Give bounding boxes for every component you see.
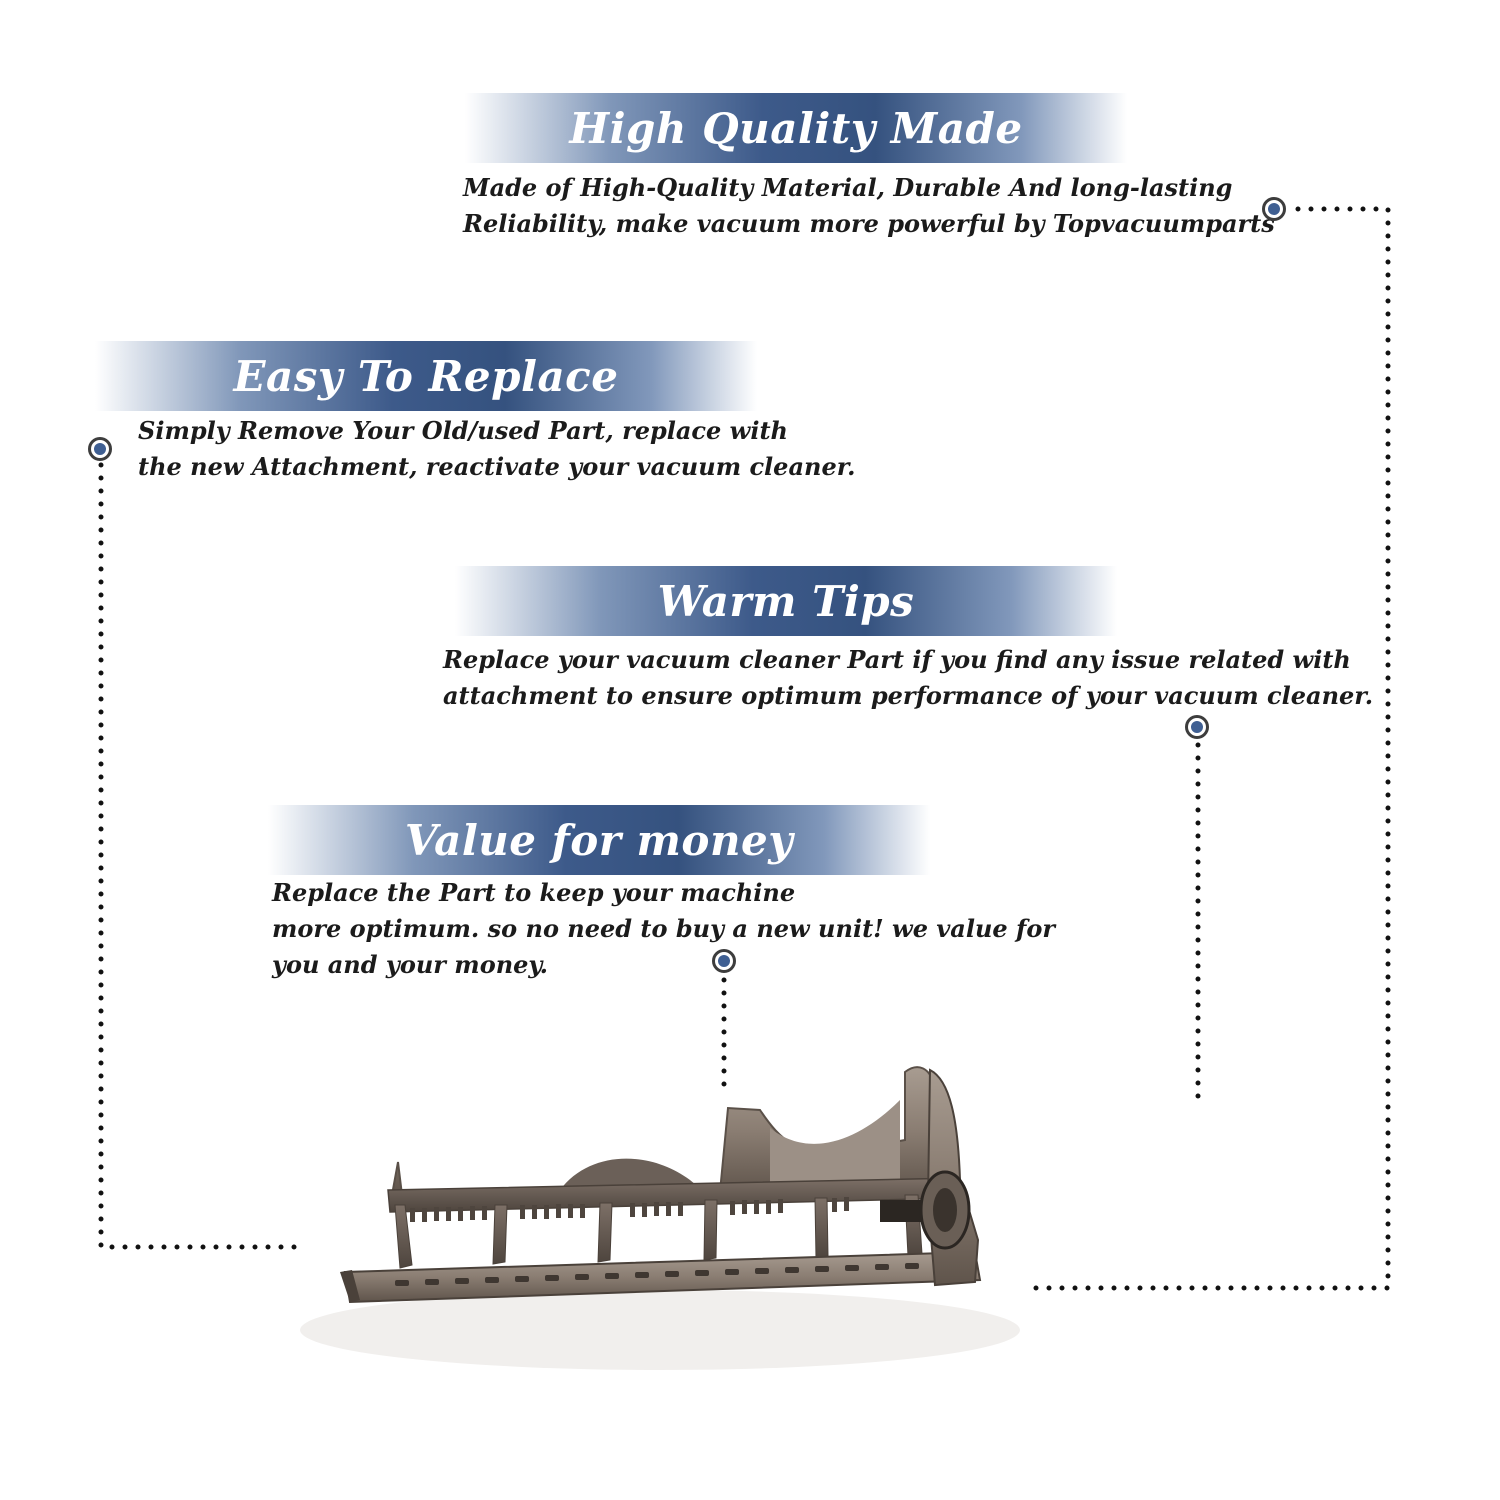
feature-description-high-quality: Made of High-Quality Material, Durable A… <box>463 170 1275 242</box>
feature-title-warm-tips: Warm Tips <box>657 576 915 626</box>
connector-line-easy-replace <box>98 462 301 1250</box>
feature-title-high-quality: High Quality Made <box>569 103 1023 153</box>
description-line: you and your money. <box>272 950 548 979</box>
description-line: Replace the Part to keep your machine <box>272 878 796 907</box>
description-line: Simply Remove Your Old/used Part, replac… <box>138 416 788 445</box>
description-line: attachment to ensure optimum performance… <box>443 681 1374 710</box>
marker-dot-high-quality <box>1262 197 1286 221</box>
feature-title-easy-replace: Easy To Replace <box>233 351 619 401</box>
description-line: Replace your vacuum cleaner Part if you … <box>443 645 1351 674</box>
feature-description-easy-replace: Simply Remove Your Old/used Part, replac… <box>138 413 856 485</box>
banner-value: Value for money <box>268 805 930 875</box>
description-line: the new Attachment, reactivate your vacu… <box>138 452 856 481</box>
feature-description-value: Replace the Part to keep your machine mo… <box>272 875 1055 983</box>
description-line: more optimum. so no need to buy a new un… <box>272 914 1055 943</box>
marker-dot-warm-tips <box>1185 715 1209 739</box>
feature-description-warm-tips: Replace your vacuum cleaner Part if you … <box>443 642 1373 714</box>
description-line: Made of High-Quality Material, Durable A… <box>463 173 1233 202</box>
banner-easy-replace: Easy To Replace <box>95 341 757 411</box>
feature-title-value: Value for money <box>404 815 794 865</box>
marker-dot-easy-replace <box>88 437 112 461</box>
banner-high-quality: High Quality Made <box>465 93 1127 163</box>
banner-warm-tips: Warm Tips <box>455 566 1117 636</box>
marker-dot-value <box>712 949 736 973</box>
description-line: Reliability, make vacuum more powerful b… <box>463 209 1275 238</box>
